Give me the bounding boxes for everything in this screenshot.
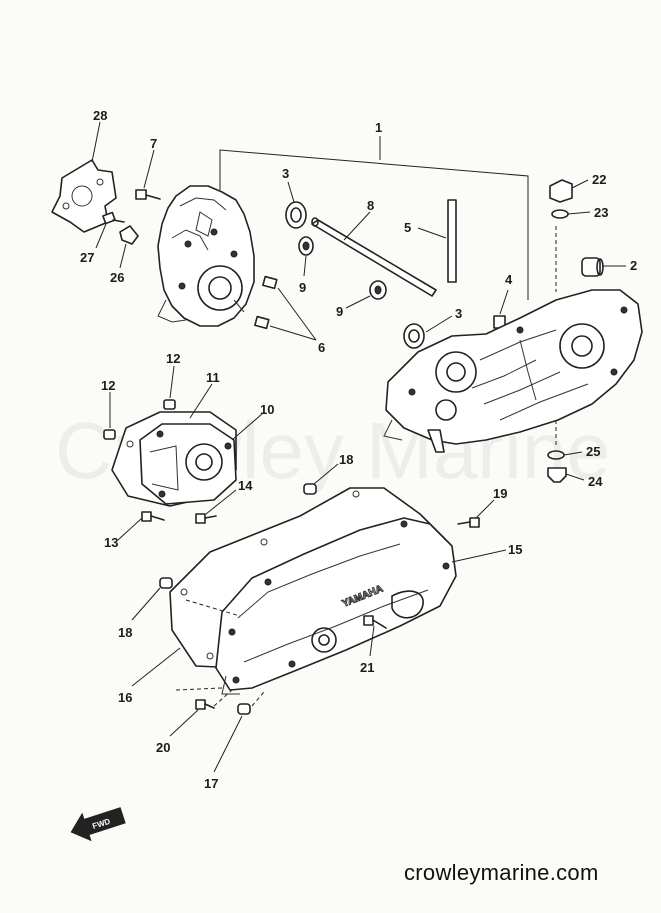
part-20-bolt (195, 699, 215, 710)
part-14-screw (195, 513, 217, 524)
part-6-dowel-pins (254, 275, 278, 330)
callout-7: 7 (150, 136, 157, 151)
callout-18-upper: 18 (339, 452, 353, 467)
callout-9-upper: 9 (299, 280, 306, 295)
callout-1: 1 (375, 120, 382, 135)
part-9-seal-lower (369, 280, 387, 300)
part-19-bolt (457, 517, 480, 528)
callout-13: 13 (104, 535, 118, 550)
part-27-screw (102, 211, 125, 225)
part-17-dowel (237, 703, 251, 715)
callout-17: 17 (204, 776, 218, 791)
callout-28: 28 (93, 108, 107, 123)
callout-labels: 1 2 3 3 4 5 6 7 8 9 9 10 11 12 12 13 14 … (80, 108, 637, 791)
callout-10: 10 (260, 402, 274, 417)
callout-25: 25 (586, 444, 600, 459)
callout-5: 5 (404, 220, 411, 235)
callout-12-right: 12 (166, 351, 180, 366)
callout-3-lower: 3 (455, 306, 462, 321)
callout-21: 21 (360, 660, 374, 675)
callout-2: 2 (630, 258, 637, 273)
callout-4: 4 (505, 272, 513, 287)
callout-19: 19 (493, 486, 507, 501)
callout-26: 26 (110, 270, 124, 285)
callout-3-upper: 3 (282, 166, 289, 181)
part-10-cover (139, 423, 237, 505)
callout-9-lower: 9 (336, 304, 343, 319)
callout-18-lower: 18 (118, 625, 132, 640)
callout-22: 22 (592, 172, 606, 187)
part-8-shaft (311, 217, 437, 297)
part-23-oring (551, 209, 569, 219)
left-crankcase (157, 185, 255, 327)
part-5-rod (447, 199, 457, 283)
callout-8: 8 (367, 198, 374, 213)
part-13-screw (141, 511, 165, 522)
part-15-cover: YAMAHA (215, 517, 457, 695)
part-18-dowels (159, 483, 317, 589)
part-2-bushing (581, 257, 604, 277)
callout-23: 23 (594, 205, 608, 220)
part-24-bolt (547, 467, 567, 483)
callout-24: 24 (588, 474, 603, 489)
callout-20: 20 (156, 740, 170, 755)
site-url: crowleymarine.com (404, 860, 599, 885)
part-21-bolt (363, 615, 387, 629)
leader-lines (91, 121, 626, 773)
part-12-dowels (103, 399, 176, 440)
callout-6: 6 (318, 340, 325, 355)
callout-14: 14 (238, 478, 253, 493)
callout-11: 11 (206, 370, 220, 385)
right-crankcase (383, 289, 643, 453)
callout-16: 16 (118, 690, 132, 705)
part-3-bearing-lower (403, 323, 425, 349)
callout-15: 15 (508, 542, 522, 557)
part-26-clip (119, 225, 139, 245)
part-7-bolt (135, 189, 161, 200)
callout-27: 27 (80, 250, 94, 265)
part-9-seal-upper (298, 236, 314, 256)
part-22-fitting (549, 179, 573, 203)
callout-12-left: 12 (101, 378, 115, 393)
fwd-arrow-icon: FWD (70, 807, 126, 842)
part-3-bearing-upper (285, 201, 307, 229)
